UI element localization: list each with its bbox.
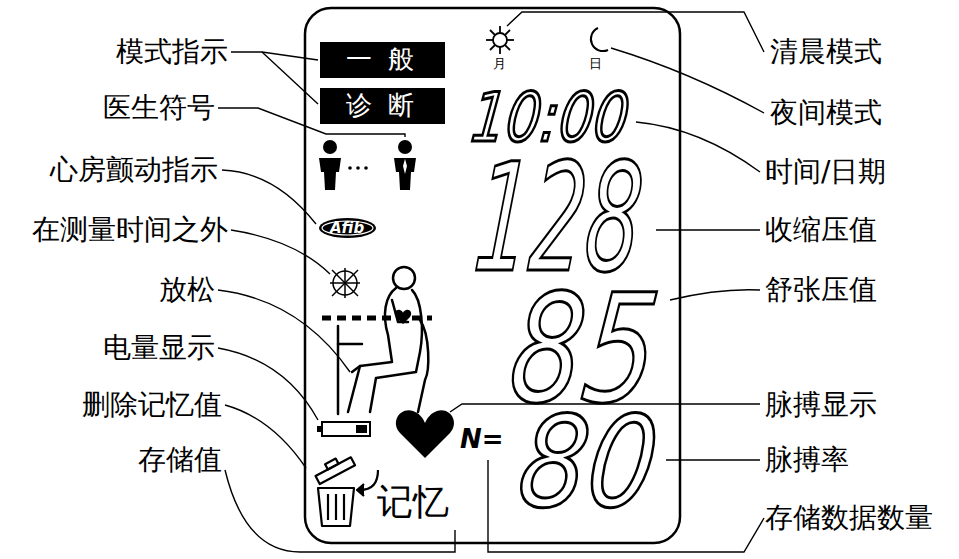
trash-icon [313, 452, 378, 526]
callout-label: 心房颤动指示 [50, 153, 218, 187]
node-text: Afib [330, 219, 364, 237]
callout-label: 放松 [159, 273, 215, 307]
callout-label: 脉搏率 [765, 443, 849, 477]
callout-label: 清晨模式 [770, 35, 882, 69]
callout-label: 脉搏显示 [765, 388, 877, 422]
memory-count-mark: N= [460, 424, 504, 455]
callout-label: 在测量时间之外 [32, 213, 228, 247]
node-text: 诊 断 [346, 89, 418, 123]
pulse-digits: 80 [513, 400, 664, 526]
moon-icon [591, 28, 608, 51]
callout-label: 存储值 [138, 443, 222, 477]
doctor-symbol [319, 140, 416, 190]
callout-label: 存储数据数量 [765, 501, 933, 535]
lcd-frame [305, 8, 680, 543]
memory-label: 记忆 [377, 480, 449, 523]
callout-label: 模式指示 [116, 35, 228, 69]
day-mark: 月 [493, 56, 506, 72]
time-digits: 10:00 [468, 84, 632, 152]
out-of-time-icon [330, 268, 360, 298]
callout-label: 时间/日期 [765, 155, 886, 189]
leader-lines [218, 12, 764, 552]
small-heart [395, 310, 411, 324]
callout-label: 舒张压值 [765, 273, 877, 307]
battery-icon [317, 422, 370, 436]
callout-label: 夜间模式 [770, 96, 882, 130]
pulse-heart [396, 410, 454, 458]
sun-icon [486, 26, 514, 54]
day-mark: 日 [589, 56, 602, 72]
mode-box: 一 般 [320, 42, 445, 78]
node-text: 一 般 [346, 43, 418, 77]
callout-label: 删除记忆值 [82, 388, 222, 422]
callout-label: 电量显示 [103, 331, 215, 365]
callout-label: 医生符号 [103, 91, 215, 125]
heart-level-line [322, 316, 432, 321]
callout-label: 收缩压值 [765, 213, 877, 247]
mode-box: 诊 断 [320, 88, 445, 124]
relax-figure [338, 267, 428, 414]
systolic-digits: 128 [470, 143, 648, 293]
afib-oval: Afib [318, 217, 377, 239]
